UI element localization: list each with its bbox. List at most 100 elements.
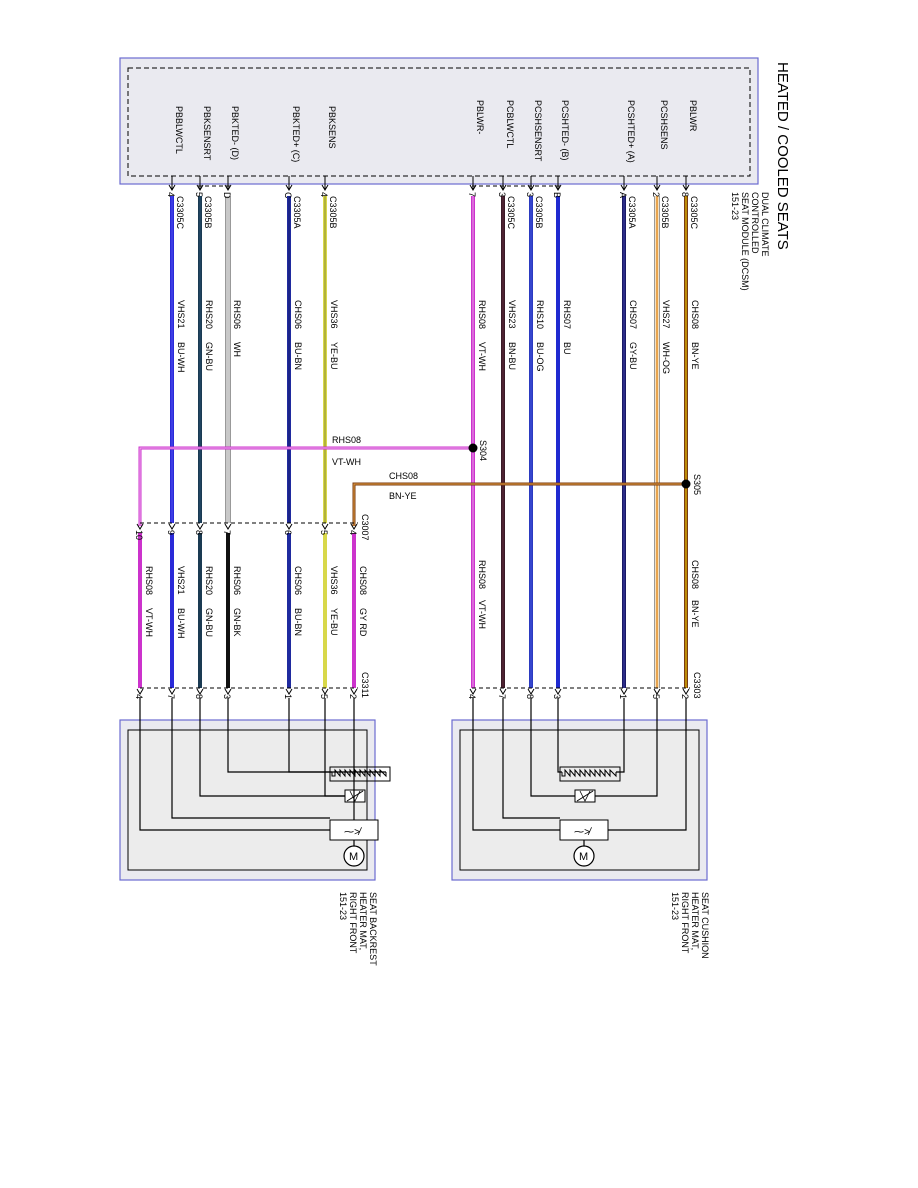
wire-code: CHS06 (293, 300, 303, 329)
wire-color: WH-OG (661, 342, 671, 374)
c3311-arrow (168, 688, 176, 695)
pin-arrow (196, 184, 204, 191)
lower-wire-code: CHS08 (690, 560, 700, 589)
module-pin-label: PBKSENS (327, 106, 337, 149)
c3007-arrow (321, 523, 329, 530)
wire-code: CHS08 (690, 300, 700, 329)
thermistor-slash (346, 790, 364, 802)
c3007-pin: 9 (166, 530, 176, 535)
lower-wire-code: CHS08 (358, 566, 368, 595)
s304-color-label: VT-WH (332, 457, 361, 467)
connector-id: C3305B (328, 196, 338, 229)
lower-wire-color: BU-WH (176, 608, 186, 639)
wire-code: VHS21 (176, 300, 186, 329)
c3007-arrow (136, 523, 144, 530)
wire-label-group: PBLWR8C3305CCHS08BN-YEPCSHSENS2C3305BVHS… (134, 100, 700, 699)
c3303-arrow (499, 688, 507, 695)
c3007-pin: 5 (319, 530, 329, 535)
module-pin-label: PBKTED+ (C) (291, 106, 301, 162)
c3311-arrow (224, 688, 232, 695)
lower-wire-color: GN-BU (204, 608, 214, 637)
pin-arrow (682, 184, 690, 191)
wire-color: BU-BN (293, 342, 303, 370)
lower-wire-code: RHS08 (144, 566, 154, 595)
backrest-caption-3: RIGHT FRONT (348, 892, 358, 954)
c3007-pin: 10 (134, 530, 144, 540)
pin-number: 2 (651, 192, 661, 197)
module-pin-label: PCSHSENS (659, 100, 669, 150)
blower-lead-c (139, 730, 330, 831)
module-line-3: SEAT MODULE (DCSM) (740, 192, 750, 291)
seat-backrest-heater-mat (119, 719, 376, 881)
c3311-pin: 8 (194, 694, 204, 699)
module-pin-label: PCSHTED- (B) (560, 100, 570, 161)
c3007-arrow (350, 523, 358, 530)
wire-color: BN-YE (690, 342, 700, 370)
splice-s305-dot (681, 479, 691, 489)
c3311-arrow (350, 688, 358, 695)
splice-s305-label: S305 (692, 474, 702, 495)
c3303-arrow (527, 688, 535, 695)
pin-arrow (527, 184, 535, 191)
c3303-pin: 8 (525, 694, 535, 699)
module-pin-label: PBBLWCTL (174, 106, 184, 154)
wire-color: WH (232, 342, 242, 357)
c3303-pin: 1 (618, 694, 628, 699)
wire-code: VHS36 (329, 300, 339, 329)
module-pin-label: PBLWR- (475, 100, 485, 134)
c3311-pin: 2 (348, 694, 358, 699)
s304-code-label: RHS08 (332, 435, 361, 445)
wire-code: VHS27 (661, 300, 671, 329)
thermistor-slash (576, 790, 594, 802)
c3007-arrow (285, 523, 293, 530)
pin-number: 4 (166, 192, 176, 197)
c3007-pin: 6 (283, 530, 293, 535)
module-line-1: DUAL CLIMATE (760, 192, 770, 257)
lower-wire-code: RHS08 (477, 560, 487, 589)
wire-code: RHS08 (477, 300, 487, 329)
pin-arrow (554, 184, 562, 191)
wire-color: BU (562, 342, 572, 355)
sensor-lead-a (594, 730, 658, 797)
lower-wire-code: RHS06 (232, 566, 242, 595)
splice-s305-branch: S305 CHS08 BN-YE (352, 471, 702, 526)
c3311-label: C3311 (360, 672, 370, 698)
c3311-pin: 7 (166, 694, 176, 699)
c3311-pin: 5 (319, 694, 329, 699)
motor-letter: M (349, 851, 358, 863)
c3007-label: C3007 (360, 514, 370, 541)
pin-arrow (653, 184, 661, 191)
heater-lead-b (227, 730, 332, 773)
wire-code: RHS20 (204, 300, 214, 329)
thermistor-mark (579, 790, 591, 802)
rhs08-branch-wire (138, 446, 473, 526)
c3007-arrow (224, 523, 232, 530)
pin-number: D (222, 192, 232, 199)
wire-code: CHS07 (628, 300, 638, 329)
pin-arrow (224, 184, 232, 191)
module-pin-label: PBLWR (688, 100, 698, 132)
c3311-arrow (285, 688, 293, 695)
heater-lead-b (557, 730, 562, 773)
pin-number: 5 (194, 192, 204, 197)
wire-color: YE-BU (329, 342, 339, 370)
connector-id: C3305B (203, 196, 213, 229)
s305-code-label: CHS08 (389, 471, 418, 481)
wire-group (136, 176, 690, 695)
dcsm-module-inner (127, 67, 751, 177)
lower-wire-color: VT-WH (477, 600, 487, 629)
c3303-pin: 4 (467, 694, 477, 699)
motor-icon (343, 845, 365, 867)
wire-color: VT-WH (477, 342, 487, 371)
splice-s304-label: S304 (478, 440, 488, 461)
motor-icon (573, 845, 595, 867)
connector-id: C3305B (660, 196, 670, 229)
cushion-mat-caption: SEAT CUSHION HEATER MAT, RIGHT FRONT 151… (670, 892, 710, 959)
heater-element-box (559, 766, 621, 782)
pin-number: 4 (319, 192, 329, 197)
blower-lead-b (171, 730, 330, 819)
heater-element (331, 768, 387, 778)
pin-arrow (321, 184, 329, 191)
lower-wire-code: RHS20 (204, 566, 214, 595)
